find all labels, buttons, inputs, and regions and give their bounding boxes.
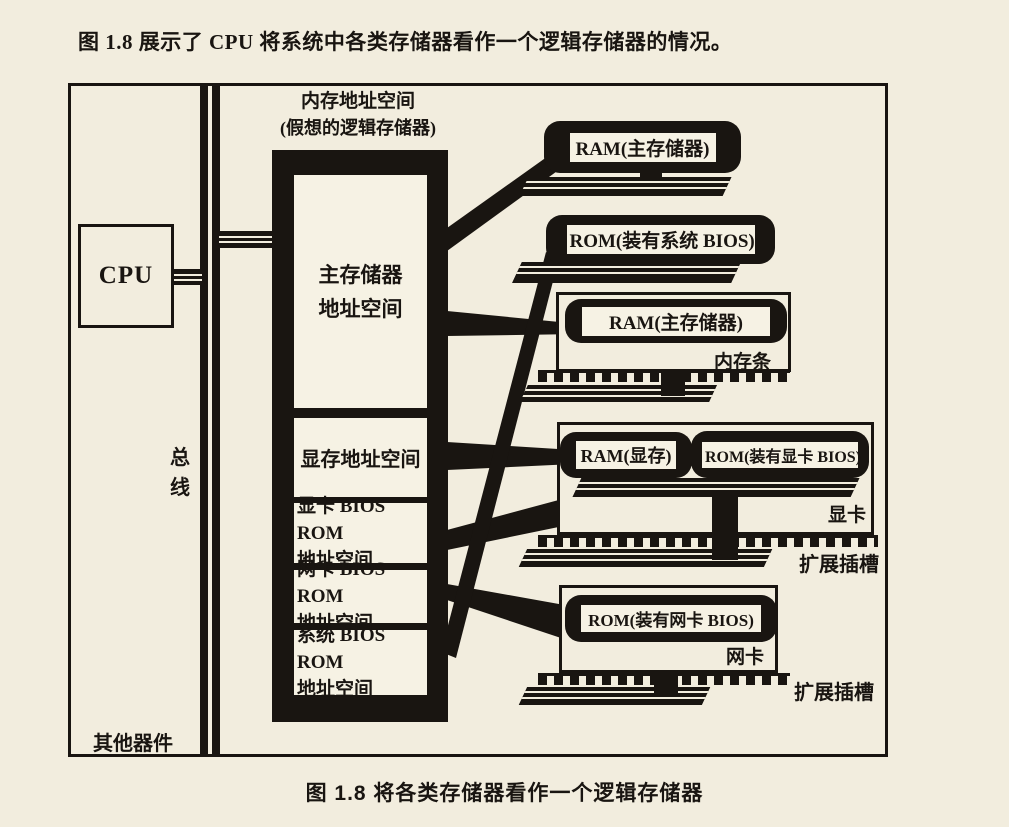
ram-main-chip: RAM(主存储器) bbox=[544, 121, 741, 173]
bus-label: 总线 bbox=[170, 447, 190, 499]
section-gpu-bios-rom: 显卡 BIOS ROM 地址空间 bbox=[294, 496, 427, 571]
rom-gpu-bios-chip: ROM(装有显卡 BIOS) bbox=[691, 431, 869, 478]
bus-line-right bbox=[212, 83, 220, 757]
section-text: 地址空间 bbox=[297, 613, 374, 634]
section-text: 地址空间 bbox=[297, 679, 374, 700]
gpu-slot-label: 扩展插槽 bbox=[799, 554, 879, 576]
nic-slot-label: 扩展插槽 bbox=[794, 682, 874, 704]
memory-module-label: 内存条 bbox=[714, 352, 772, 373]
rom-sys-bar bbox=[512, 262, 741, 283]
gpu-slot-teeth bbox=[538, 535, 878, 547]
figure-caption: 图 1.8 将各类存储器看作一个逻辑存储器 bbox=[305, 782, 704, 805]
memory-space-title-line2: (假想的逻辑存储器) bbox=[280, 118, 436, 138]
rom-gpu-bios-chip-label: ROM(装有显卡 BIOS) bbox=[700, 439, 861, 470]
section-text: 网卡 BIOS ROM bbox=[297, 559, 386, 607]
rom-nic-bios-chip-label: ROM(装有网卡 BIOS) bbox=[579, 603, 763, 634]
ram-module-chip-label: RAM(主存储器) bbox=[580, 304, 772, 338]
section-nic-bios-rom: 网卡 BIOS ROM 地址空间 bbox=[294, 559, 427, 634]
gpu-board-label: 显卡 bbox=[828, 505, 867, 526]
section-text: 显卡 BIOS ROM bbox=[297, 495, 386, 544]
memory-space-title: 内存地址空间 (假想的逻辑存储器) bbox=[258, 88, 458, 142]
figure-frame bbox=[68, 83, 888, 757]
section-text: 地址空间 bbox=[297, 549, 374, 571]
section-main-memory: 主存储器 地址空间 bbox=[294, 175, 427, 408]
cpu-label: CPU bbox=[98, 262, 154, 289]
bus-memoryspace-connector bbox=[219, 231, 273, 248]
cpu-bus-connector bbox=[172, 269, 202, 285]
ram-chip-bar bbox=[519, 177, 732, 196]
rom-system-bios-chip-label: ROM(装有系统 BIOS) bbox=[564, 223, 757, 256]
intro-text: 图 1.8 展示了 CPU 将系统中各类存储器看作一个逻辑存储器的情况。 bbox=[78, 30, 733, 54]
memory-space-title-line1: 内存地址空间 bbox=[300, 91, 415, 112]
cpu-box: CPU bbox=[78, 224, 174, 328]
ram-module-chip: RAM(主存储器) bbox=[565, 299, 787, 343]
bus-line-left bbox=[200, 83, 208, 757]
ram-vram-chip: RAM(显存) bbox=[560, 432, 692, 478]
section-video-memory: 显存地址空间 bbox=[294, 418, 427, 497]
rom-nic-bios-chip: ROM(装有网卡 BIOS) bbox=[565, 595, 777, 642]
other-devices-label: 其他器件 bbox=[93, 733, 173, 755]
section-text: 系统 BIOS ROM bbox=[297, 625, 386, 673]
memory-module-slot-bar bbox=[520, 385, 717, 402]
memory-space-box: 主存储器 地址空间 显存地址空间 显卡 BIOS ROM 地址空间 网卡 BIO… bbox=[272, 150, 448, 722]
section-system-bios-rom: 系统 BIOS ROM 地址空间 bbox=[294, 625, 427, 700]
gpu-post bbox=[712, 492, 738, 560]
ram-main-chip-label: RAM(主存储器) bbox=[567, 130, 718, 164]
section-text: 地址空间 bbox=[318, 296, 403, 321]
ram-vram-chip-label: RAM(显存) bbox=[574, 439, 678, 471]
section-text: 显存地址空间 bbox=[300, 449, 421, 471]
rom-system-bios-chip: ROM(装有系统 BIOS) bbox=[546, 215, 775, 264]
nic-slot-bar bbox=[518, 687, 711, 705]
nic-board-label: 网卡 bbox=[726, 647, 765, 668]
section-text: 主存储器 bbox=[318, 262, 403, 287]
